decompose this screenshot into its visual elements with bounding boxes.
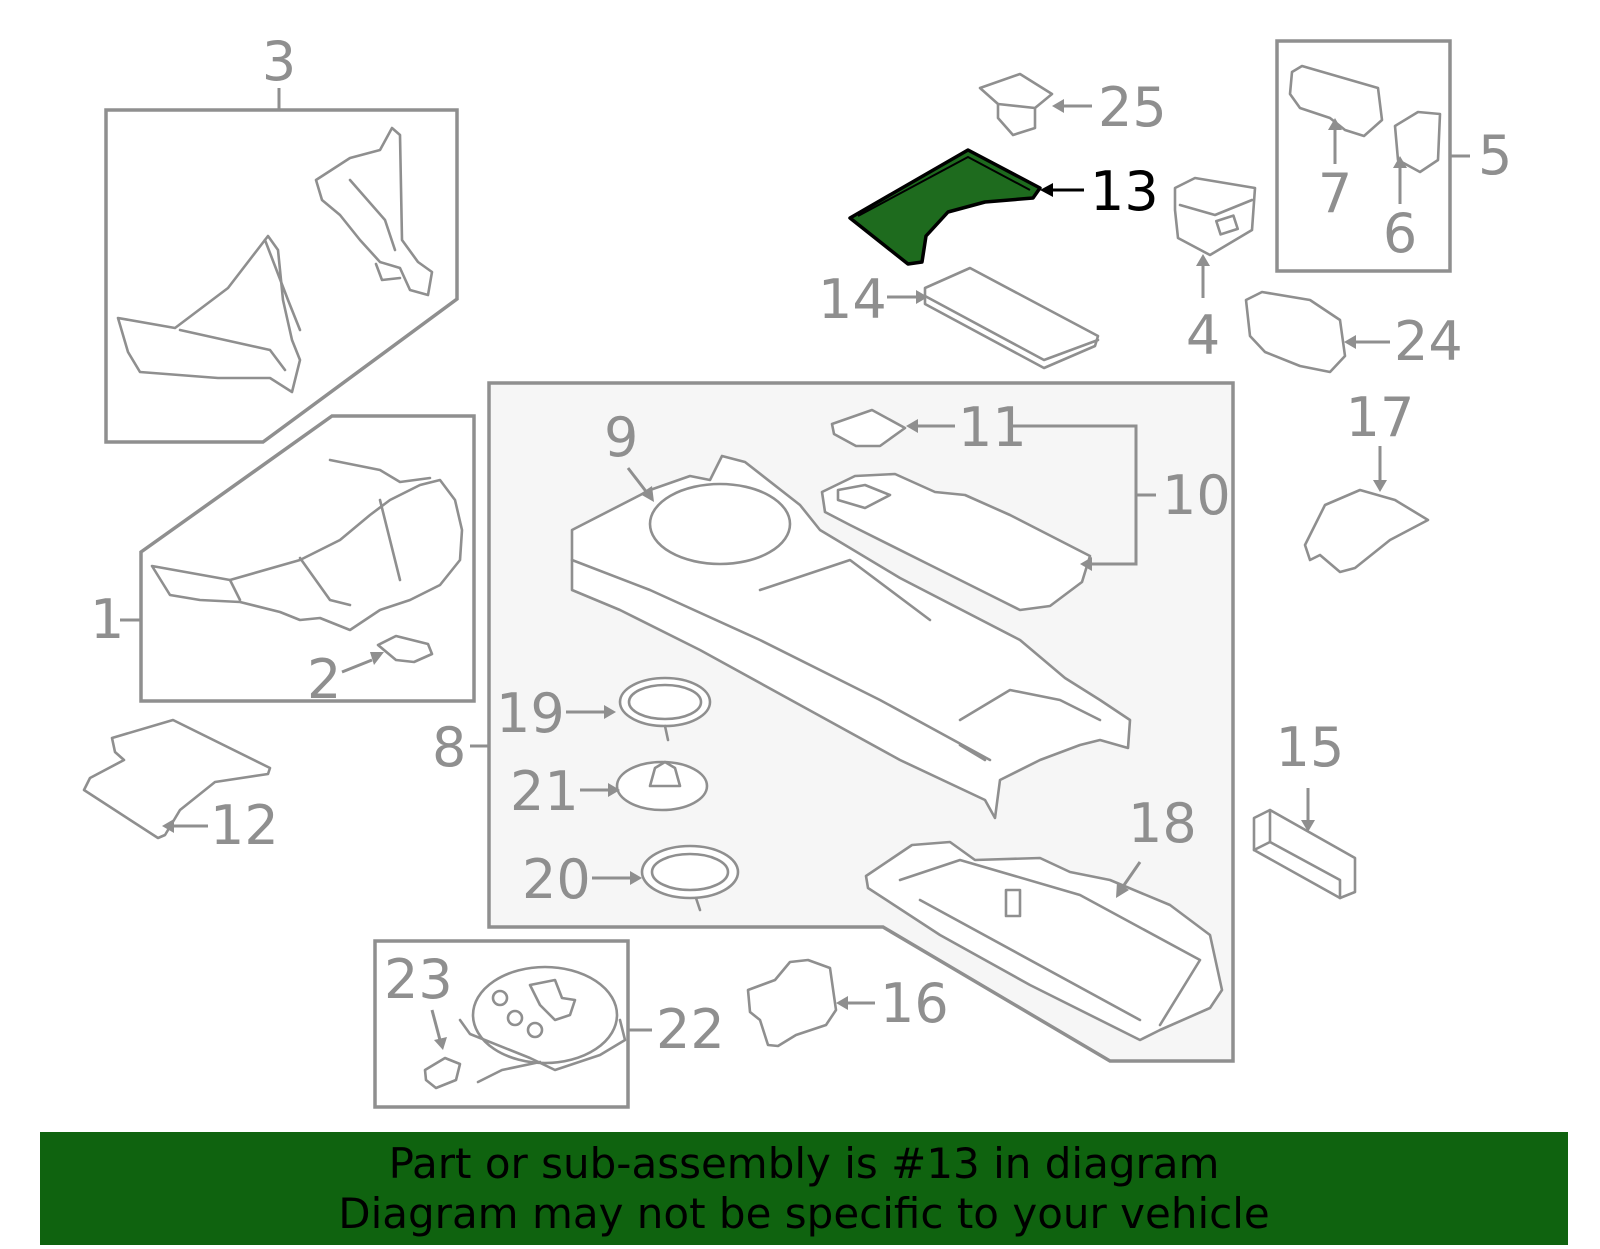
callout-22: 22 <box>656 998 725 1061</box>
callout-13: 13 <box>1090 160 1159 223</box>
callout-19: 19 <box>496 682 565 745</box>
callout-16: 16 <box>880 972 949 1035</box>
callout-14: 14 <box>818 268 887 331</box>
callout-15: 15 <box>1276 716 1345 779</box>
part-23-socket <box>423 1056 462 1090</box>
callout-11: 11 <box>958 396 1027 459</box>
info-banner: Part or sub-assembly is #13 in diagram D… <box>40 1132 1568 1245</box>
part-13-highlighted-mat <box>848 148 1042 266</box>
callout-labels: 3 1 2 12 8 9 11 10 19 21 20 14 25 13 4 7… <box>90 30 1512 1061</box>
part-7-switch <box>1288 64 1384 138</box>
part-10-lid <box>820 472 1092 612</box>
callout-3: 3 <box>262 30 296 93</box>
part-17-trim <box>1303 488 1430 574</box>
callout-5: 5 <box>1478 124 1512 187</box>
callout-21: 21 <box>510 760 579 823</box>
callout-9: 9 <box>604 406 638 469</box>
banner-line-1: Part or sub-assembly is #13 in diagram <box>388 1138 1220 1188</box>
part-18-tray <box>864 840 1224 1042</box>
callout-8: 8 <box>432 716 466 779</box>
callout-12: 12 <box>210 794 279 857</box>
callout-25: 25 <box>1098 76 1167 139</box>
part-20-ring <box>640 844 740 912</box>
part-13-inner-edge <box>857 155 1031 217</box>
part-21-seat <box>615 760 709 812</box>
callout-10: 10 <box>1162 464 1231 527</box>
banner-line-2: Diagram may not be specific to your vehi… <box>338 1188 1270 1238</box>
part-2-clip <box>376 634 434 664</box>
callout-1: 1 <box>90 588 124 651</box>
leader-lines <box>120 88 1470 1050</box>
part-3-trim-panels <box>116 126 434 394</box>
part-24-cover <box>1244 290 1347 374</box>
callout-18: 18 <box>1128 792 1197 855</box>
part-15-block <box>1252 808 1357 900</box>
callout-24: 24 <box>1394 310 1463 373</box>
part-11-insert <box>830 408 907 448</box>
callout-7: 7 <box>1318 162 1352 225</box>
part-22-dial <box>458 965 627 1084</box>
part-12-mat <box>82 718 272 840</box>
part-9-console <box>570 454 1132 820</box>
part-16-bracket <box>746 958 838 1048</box>
part-19-ring <box>618 676 712 742</box>
callout-20: 20 <box>522 848 591 911</box>
callout-23: 23 <box>384 948 453 1011</box>
callout-17: 17 <box>1346 386 1415 449</box>
group-box-1 <box>139 414 476 703</box>
part-4-switch <box>1173 176 1257 257</box>
part-25-clip <box>978 72 1054 137</box>
group-box-3 <box>104 108 459 444</box>
part-14-pad <box>923 266 1100 370</box>
callout-6: 6 <box>1383 202 1417 265</box>
callout-4: 4 <box>1186 304 1220 367</box>
group-box-22 <box>373 939 630 1109</box>
part-1-bracket <box>150 458 464 632</box>
callout-2: 2 <box>307 648 341 711</box>
